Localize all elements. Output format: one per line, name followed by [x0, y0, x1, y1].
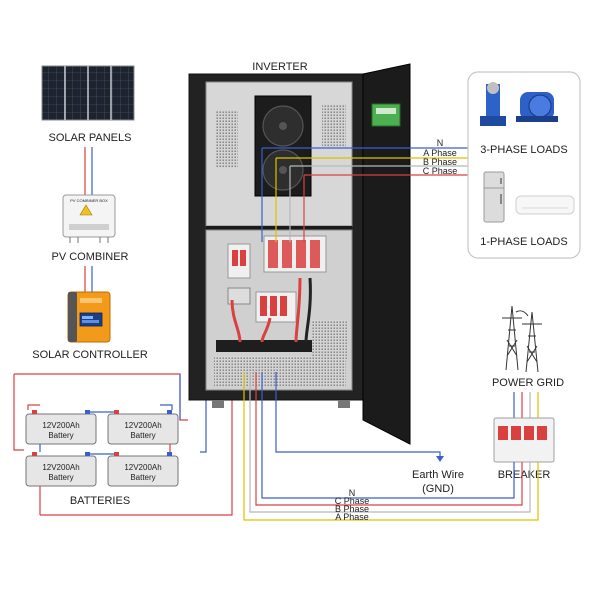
- earth-wire-label: Earth Wire: [412, 469, 464, 481]
- battery: 12V200Ah Battery: [107, 410, 179, 445]
- inverter-cabinet: [188, 63, 411, 445]
- inverter-label: INVERTER: [252, 61, 307, 73]
- grid-wire-b-label: B Phase: [335, 504, 369, 514]
- breaker-label: BREAKER: [498, 469, 551, 481]
- cabinet-door: [362, 63, 411, 445]
- grid-wire-n-label: N: [349, 488, 356, 498]
- one-phase-loads-label: 1-PHASE LOADS: [480, 236, 567, 248]
- pump-icon: [480, 82, 506, 126]
- solar-controller: [67, 291, 111, 343]
- power-grid-towers: [502, 305, 542, 373]
- controller-battery-wires: [13, 372, 233, 516]
- battery: 12V200Ah Battery: [107, 452, 179, 487]
- batteries-label: BATTERIES: [70, 495, 130, 507]
- combiner-to-controller-wires: [84, 266, 93, 292]
- load-wire-n-label: N: [437, 138, 444, 148]
- loads-panel: [467, 71, 581, 259]
- battery-type: Battery: [48, 473, 73, 482]
- three-phase-loads-label: 3-PHASE LOADS: [480, 144, 567, 156]
- air-conditioner-icon: [515, 195, 575, 215]
- load-wire-c-label: C Phase: [423, 166, 458, 176]
- gnd-label: (GND): [422, 483, 454, 495]
- battery-spec: 12V200Ah: [124, 463, 161, 472]
- battery: 12V200Ah Battery: [25, 410, 97, 445]
- battery-type: Battery: [130, 431, 155, 440]
- panel-to-combiner-wires: [84, 147, 93, 195]
- grid-wires: [243, 372, 539, 521]
- grid-wire-a-label: A Phase: [335, 512, 369, 522]
- battery-spec: 12V200Ah: [42, 421, 79, 430]
- load-wires: [261, 147, 470, 242]
- control-board: [371, 103, 401, 127]
- load-wire-a-label: A Phase: [423, 148, 457, 158]
- controller-display: [79, 312, 103, 327]
- warning-icon: [79, 204, 93, 216]
- combiner-box-caption: PV COMBINER BOX: [70, 198, 108, 203]
- battery: 12V200Ah Battery: [25, 452, 97, 487]
- breaker-device: [493, 417, 555, 463]
- motor-icon: [516, 92, 558, 122]
- battery-spec: 12V200Ah: [42, 463, 79, 472]
- battery-type: Battery: [48, 431, 73, 440]
- solar-controller-label: SOLAR CONTROLLER: [32, 349, 148, 361]
- grid-to-breaker-wires: [513, 392, 539, 418]
- solar-panels-label: SOLAR PANELS: [49, 132, 132, 144]
- refrigerator-icon: [483, 171, 505, 223]
- grid-wire-c-label: C Phase: [335, 496, 370, 506]
- solar-panels: [41, 65, 135, 121]
- battery-type: Battery: [130, 473, 155, 482]
- pv-combiner-box: [62, 194, 116, 243]
- earth-wire: [275, 372, 444, 462]
- pv-combiner-label: PV COMBINER: [51, 251, 128, 263]
- load-wire-b-label: B Phase: [423, 157, 457, 167]
- battery-spec: 12V200Ah: [124, 421, 161, 430]
- power-grid-label: POWER GRID: [492, 377, 564, 389]
- battery-bank: 12V200Ah Battery 12V200Ah Battery 12V200…: [25, 410, 179, 487]
